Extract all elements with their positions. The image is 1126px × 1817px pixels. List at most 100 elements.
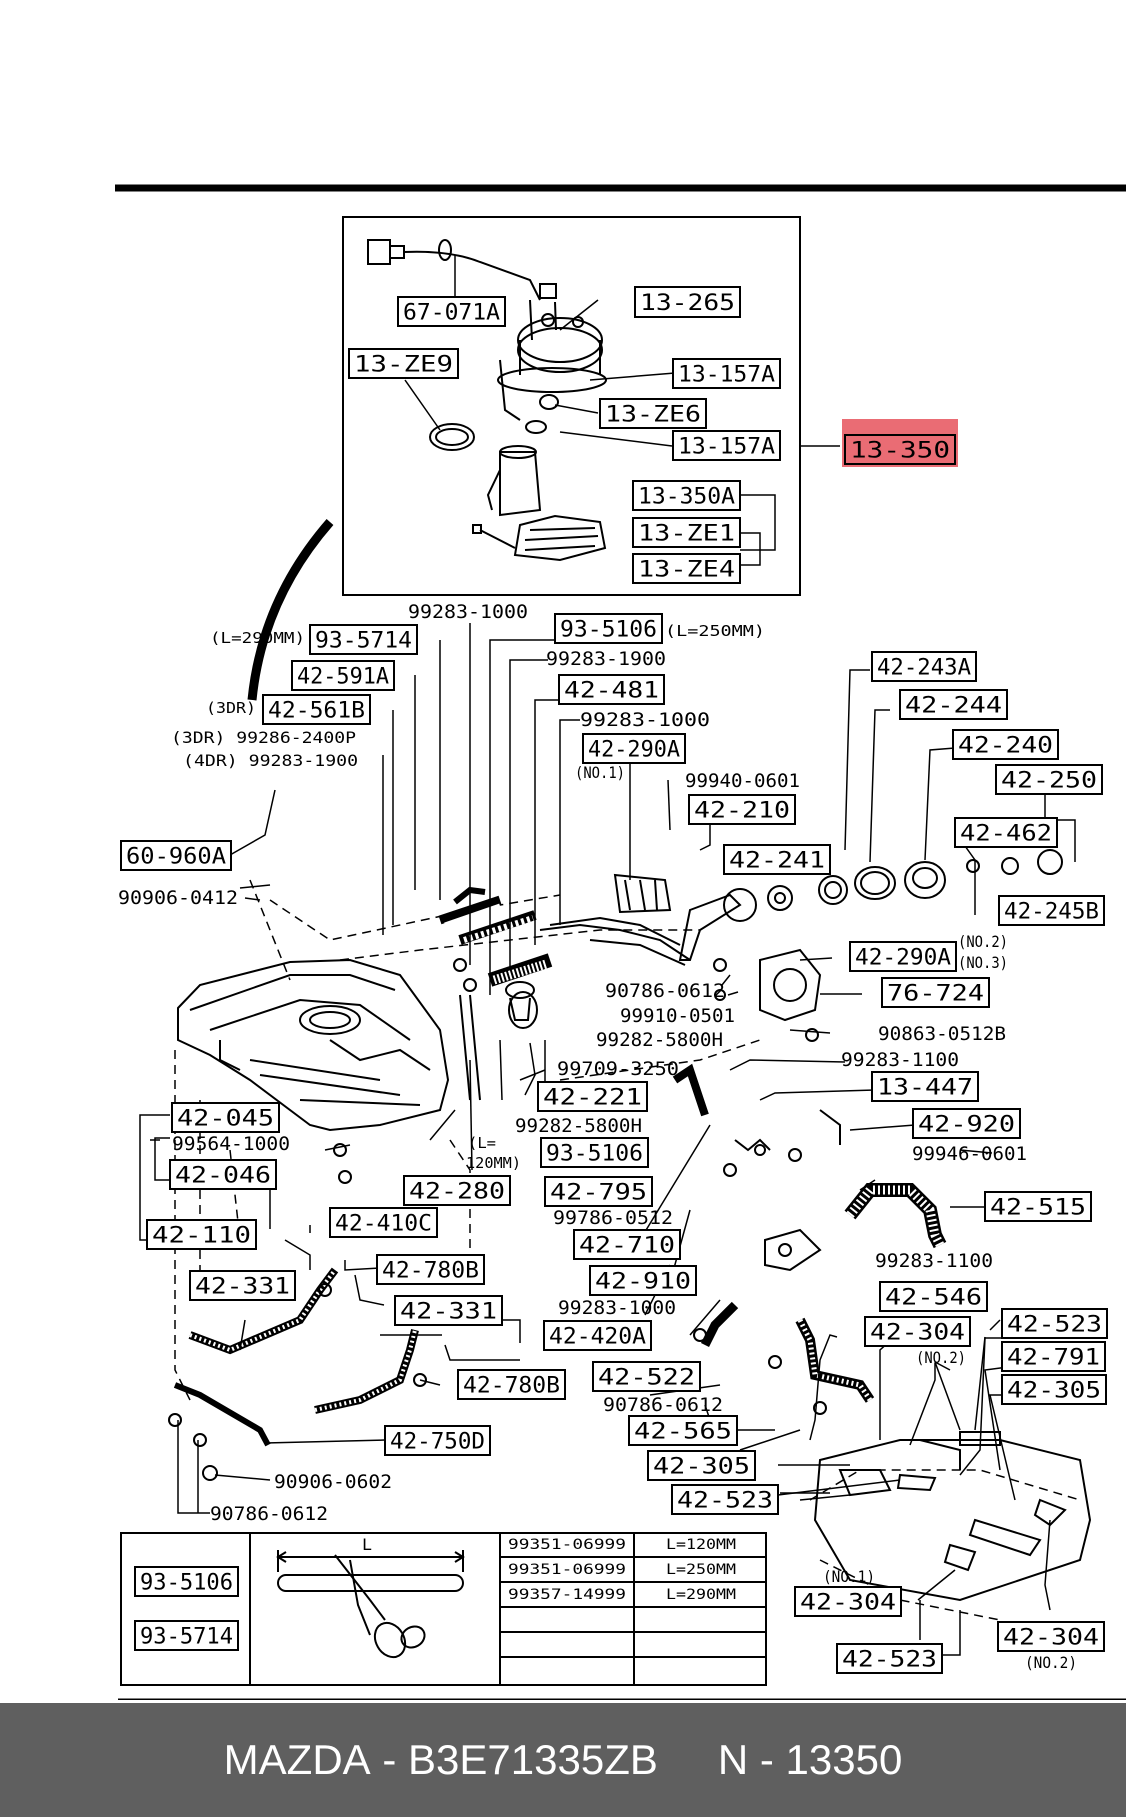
callout-text: 13-265 <box>640 291 735 316</box>
callout-text: 42-523 <box>677 1489 773 1514</box>
callout-42-523: 42-523 <box>671 1484 779 1515</box>
detail-arrow-arc <box>247 519 334 701</box>
callout-box <box>647 1450 756 1481</box>
callout-42-910: 42-910 <box>589 1265 697 1296</box>
callout-42-221: 42-221 <box>537 1081 648 1112</box>
callout-42-304: 42-304 <box>864 1316 971 1347</box>
callout-text: 42-522 <box>598 1366 695 1391</box>
part-label: L <box>362 1535 372 1554</box>
callout-42-481: 42-481 <box>558 674 665 705</box>
callout-text: 42-481 <box>564 679 659 704</box>
fuel-tank-drawing <box>177 958 450 1132</box>
callout-box <box>291 660 395 691</box>
hose-length-table <box>120 1532 767 1686</box>
callout-13-ze9: 13-ZE9 <box>348 348 459 379</box>
callout-13-265: 13-265 <box>634 286 741 318</box>
callout-box <box>1001 1341 1106 1372</box>
callout-93-5714: 93-5714 <box>309 624 418 655</box>
callout-box <box>849 941 957 972</box>
callout-text: 42-245B <box>1004 900 1099 925</box>
callout-text: 42-240 <box>958 734 1053 759</box>
part-label: 120MM) <box>466 1154 521 1172</box>
callout-text: 93-5106 <box>546 1142 643 1167</box>
callout-text: 42-410C <box>335 1212 432 1237</box>
callout-13-ze4: 13-ZE4 <box>632 553 741 584</box>
callout-text: 42-920 <box>918 1113 1015 1138</box>
callout-text: 42-250 <box>1001 769 1097 794</box>
part-caption-bar: MAZDA - B3E71335ZB N - 13350 <box>0 1703 1126 1817</box>
part-label: (NO.2) <box>1025 1653 1077 1672</box>
part-label: 99946-0601 <box>912 1143 1027 1165</box>
callout-42-565: 42-565 <box>628 1415 738 1446</box>
callout-box <box>899 689 1008 720</box>
part-label: (NO.2) <box>958 932 1008 951</box>
callout-42-240: 42-240 <box>952 729 1059 760</box>
callout-box <box>599 398 707 429</box>
callout-box <box>134 1620 239 1651</box>
part-label: 99282-5800H <box>596 1029 723 1051</box>
callout-text: 42-591A <box>297 665 389 690</box>
callout-42-210: 42-210 <box>688 794 796 825</box>
callout-text: 42-305 <box>653 1455 750 1480</box>
callout-box <box>881 977 990 1008</box>
callout-box <box>1001 1308 1108 1339</box>
callout-text: 42-243A <box>877 656 971 681</box>
callout-box <box>384 1425 491 1456</box>
callout-42-710: 42-710 <box>573 1229 681 1260</box>
part-label: 90786-0612 <box>210 1503 328 1525</box>
callout-box <box>836 1643 943 1674</box>
callout-93-5714: 93-5714 <box>134 1620 239 1651</box>
callout-42-241: 42-241 <box>723 844 831 875</box>
callout-box <box>376 1254 485 1285</box>
part-label: (NO.1) <box>575 763 625 782</box>
callout-42-546: 42-546 <box>879 1281 988 1312</box>
callout-76-724: 76-724 <box>881 977 990 1008</box>
callout-42-523: 42-523 <box>1001 1308 1108 1339</box>
callout-box <box>1001 1374 1107 1405</box>
callout-box <box>262 694 371 725</box>
callout-text: 13-350A <box>638 485 735 510</box>
callout-42-304: 42-304 <box>997 1621 1105 1652</box>
callout-box <box>995 764 1103 795</box>
callout-42-780b: 42-780B <box>376 1254 485 1285</box>
hose-table-length: L=250MM <box>666 1562 736 1578</box>
callout-93-5106: 93-5106 <box>554 613 663 644</box>
callout-box <box>189 1270 296 1301</box>
part-label: 99283-1900 <box>546 648 666 670</box>
callout-42-780b: 42-780B <box>457 1369 566 1400</box>
callout-box <box>457 1369 566 1400</box>
callout-text: 13-447 <box>877 1076 973 1101</box>
callout-box <box>146 1219 257 1250</box>
diagram-code: N - 13350 <box>717 1736 903 1783</box>
callout-text: 42-305 <box>1007 1379 1101 1404</box>
callout-box <box>540 1137 649 1168</box>
part-label: 99709-3250 <box>557 1058 679 1080</box>
callout-42-791: 42-791 <box>1001 1341 1106 1372</box>
part-label: (3DR) 99286-2400P <box>171 728 356 747</box>
part-label: 90906-0602 <box>274 1471 392 1493</box>
callout-box <box>954 817 1058 848</box>
part-label: 99786-0512 <box>553 1207 673 1229</box>
callout-text: 42-331 <box>195 1275 290 1300</box>
callout-67-071a: 67-071A <box>397 296 506 327</box>
callout-text: 42-280 <box>409 1180 505 1205</box>
part-label: 99283-1100 <box>875 1250 993 1272</box>
callout-text: 42-221 <box>543 1086 642 1111</box>
callout-box <box>544 1176 653 1207</box>
callout-13-ze1: 13-ZE1 <box>632 517 741 548</box>
callout-42-331: 42-331 <box>189 1270 296 1301</box>
callout-text: 67-071A <box>403 301 500 326</box>
part-label: (NO.2) <box>916 1348 966 1367</box>
callout-93-5106: 93-5106 <box>540 1137 649 1168</box>
callout-text: 42-244 <box>905 694 1002 719</box>
callout-text: 93-5106 <box>140 1571 233 1596</box>
hoses-and-clamps-drawing <box>168 849 1092 1602</box>
part-label: 90863-0512B <box>878 1023 1006 1045</box>
callout-text: 42-910 <box>595 1270 691 1295</box>
callout-42-522: 42-522 <box>592 1361 701 1392</box>
callout-box <box>543 1320 652 1351</box>
callout-13-350: 13-350 <box>844 434 956 465</box>
part-number: B3E71335ZB <box>408 1736 658 1783</box>
part-label: 90786-0612 <box>605 980 725 1002</box>
